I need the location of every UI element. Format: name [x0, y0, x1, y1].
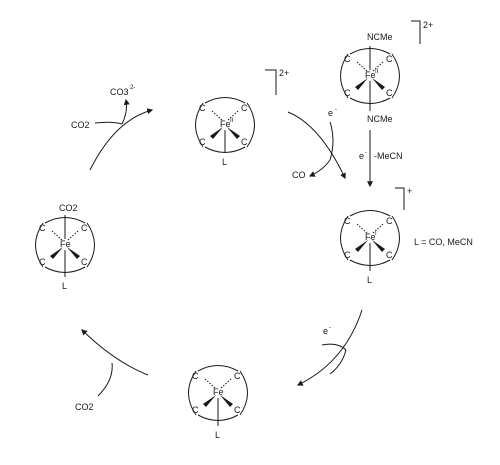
axial-ligand-co2: CO2 [59, 203, 78, 213]
ligand-carbon: C [192, 405, 199, 415]
metal-label: Fe [60, 239, 71, 249]
axial-ligand-l: L [222, 157, 227, 167]
ligand-carbon: C [192, 371, 199, 381]
axial-ligand-ncme: NCMe [367, 32, 393, 42]
complex-fe-i-l: Fe I C C C C L + [340, 186, 412, 285]
ligand-definition: L = CO, MeCN [414, 237, 473, 247]
axial-ligand-ncme: NCMe [367, 114, 393, 124]
ligand-carbon: C [81, 257, 88, 267]
complex-fe0-l: Fe C C C C L [188, 365, 248, 440]
step-carbonate-release: CO2 CO3 2- [71, 85, 154, 171]
metal-label: Fe [365, 232, 376, 242]
reagent-electron: e [323, 326, 328, 336]
ligand-carbon: C [39, 223, 46, 233]
oxidation-state: II [230, 118, 234, 124]
reagent-co2: CO2 [75, 402, 94, 412]
electron-charge: - [329, 325, 331, 331]
electron-charge: - [335, 107, 337, 113]
complex-fe-co2-l: Fe C C C C CO2 L [35, 203, 95, 291]
metal-label: Fe [220, 119, 231, 129]
reagent-co2: CO2 [71, 120, 90, 130]
ligand-carbon: C [199, 137, 206, 147]
metal-label: Fe [365, 70, 376, 80]
ligand-carbon: C [344, 216, 351, 226]
axial-ligand-l: L [367, 275, 372, 285]
product-carbonate: CO3 [110, 87, 129, 97]
electron-charge: - [365, 150, 367, 156]
step-co2-binding: CO2 [75, 329, 149, 412]
step-reduction-co: e - CO [287, 107, 346, 180]
product-mecn-loss: -MeCN [374, 151, 403, 161]
ligand-carbon: C [81, 223, 88, 233]
complex-charge: 2+ [279, 68, 289, 78]
ligand-carbon: C [241, 103, 248, 113]
oxidation-state: II [375, 69, 379, 75]
ligand-carbon: C [234, 405, 241, 415]
ligand-carbon: C [386, 88, 393, 98]
reagent-electron: e [328, 108, 333, 118]
ligand-carbon: C [386, 250, 393, 260]
reagent-electron: e [359, 151, 364, 161]
ligand-carbon: C [386, 216, 393, 226]
axial-ligand-l: L [215, 430, 220, 440]
oxidation-state: I [375, 231, 377, 237]
metal-label: Fe [213, 387, 224, 397]
ligand-carbon: C [386, 54, 393, 64]
step-reduction-mecn: e - -MeCN [359, 130, 403, 188]
step-reduction-second: e - [296, 309, 363, 386]
ligand-carbon: C [39, 257, 46, 267]
complex-charge: 2+ [423, 20, 433, 30]
ligand-carbon: C [344, 250, 351, 260]
ligand-carbon: C [344, 88, 351, 98]
ligand-carbon: C [234, 371, 241, 381]
ligand-carbon: C [241, 137, 248, 147]
product-co: CO [292, 170, 306, 180]
ligand-carbon: C [199, 103, 206, 113]
complex-fe-ii-ncme: Fe II C C C C NCMe NCMe 2+ [340, 20, 433, 124]
carbonate-charge: 2- [130, 85, 135, 91]
complex-charge: + [407, 186, 412, 196]
complex-fe-ii-l: Fe II C C C C L 2+ [195, 68, 289, 167]
ligand-carbon: C [344, 54, 351, 64]
axial-ligand-l: L [62, 281, 67, 291]
